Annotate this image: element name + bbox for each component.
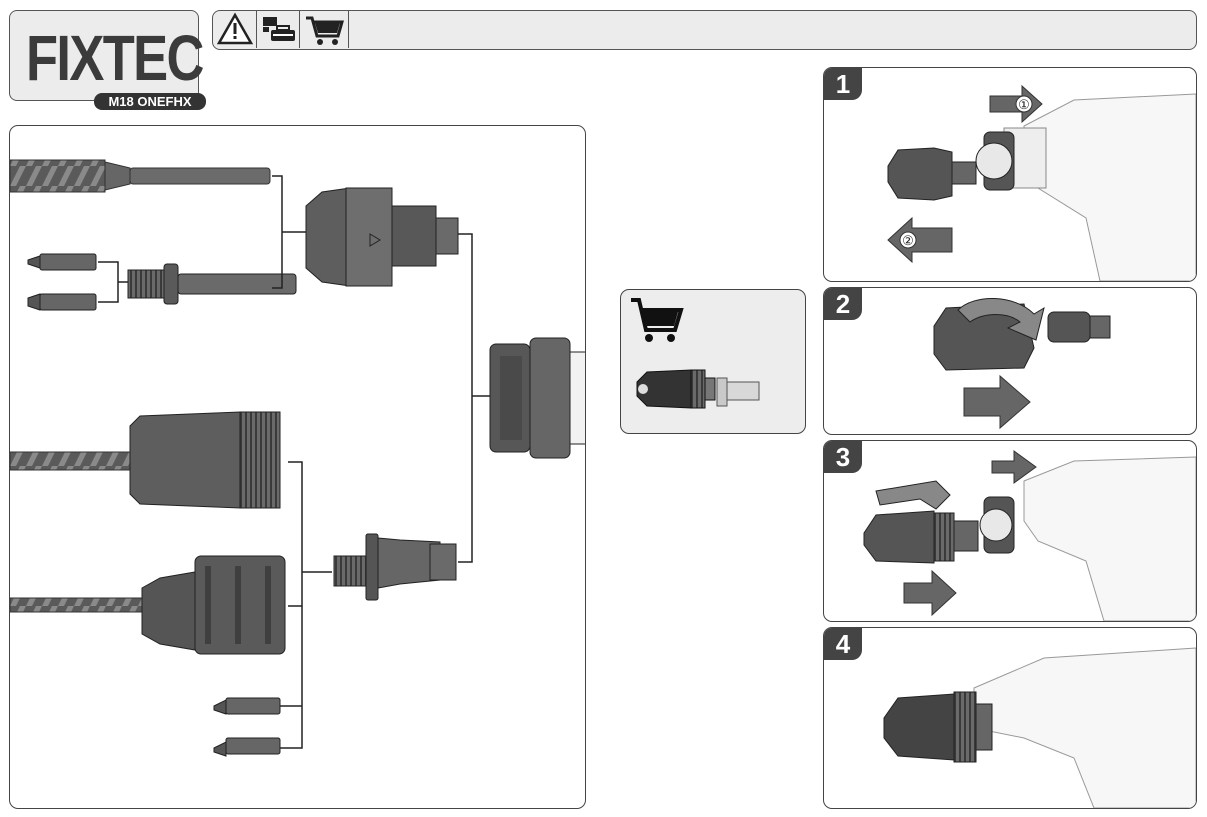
warning-icon — [214, 10, 257, 48]
step-number: 2 — [824, 288, 862, 320]
tool-body — [973, 647, 1196, 808]
step-number: 4 — [824, 628, 862, 660]
arrow-left-2: ② — [887, 216, 953, 264]
step-1-panel: 1 ① ② — [823, 67, 1197, 282]
accessory-panel — [620, 289, 806, 434]
step-2-panel: 2 — [823, 287, 1197, 435]
step-number: 1 — [824, 68, 862, 100]
sds-bit-adapter — [127, 263, 297, 305]
adapter-piece — [1047, 311, 1111, 343]
screwdriver-bit-4 — [213, 737, 281, 757]
shopping-cart-icon — [300, 10, 349, 48]
compatibility-diagram — [9, 125, 586, 809]
step-number: 3 — [824, 441, 862, 473]
svg-text:①: ① — [1018, 97, 1030, 112]
header-bar — [212, 10, 1197, 50]
screwdriver-bit-3 — [213, 697, 281, 715]
keyless-chuck-drill — [10, 411, 281, 509]
shopping-cart-icon — [631, 298, 684, 342]
chuck-adapter — [333, 533, 457, 601]
screwdriver-bit-1 — [27, 253, 97, 271]
brand-logo: FIXTEC — [26, 22, 204, 94]
tool-spindle — [489, 337, 585, 459]
tool-case-icon — [257, 10, 300, 48]
mounted-quick-chuck — [883, 691, 993, 763]
svg-text:②: ② — [902, 233, 914, 248]
spindle-collar — [979, 496, 1015, 554]
tool-body — [1023, 456, 1196, 621]
arrow-right-bottom — [903, 569, 957, 617]
sds-drill-bit — [10, 159, 271, 193]
quick-chuck-accessory — [636, 369, 760, 409]
arrow-right-top — [991, 450, 1037, 484]
rotate-arrow — [875, 480, 951, 510]
sds-chuck — [887, 147, 977, 201]
screwdriver-bit-2 — [27, 293, 97, 311]
quick-chuck — [933, 303, 1035, 371]
spindle-collar — [975, 131, 1015, 191]
key-chuck-drill — [10, 555, 286, 655]
arrow-right — [963, 374, 1031, 430]
brand-box: FIXTEC M18 ONEFHX — [9, 10, 206, 110]
model-label: M18 ONEFHX — [94, 93, 206, 110]
tool-body — [1003, 93, 1196, 281]
rotate-arrow — [957, 298, 1045, 341]
sds-chuck — [305, 187, 459, 287]
step-3-panel: 3 — [823, 440, 1197, 622]
quick-chuck-with-adapter — [863, 510, 979, 564]
arrow-right-1: ① — [989, 84, 1043, 124]
step-4-panel: 4 — [823, 627, 1197, 809]
